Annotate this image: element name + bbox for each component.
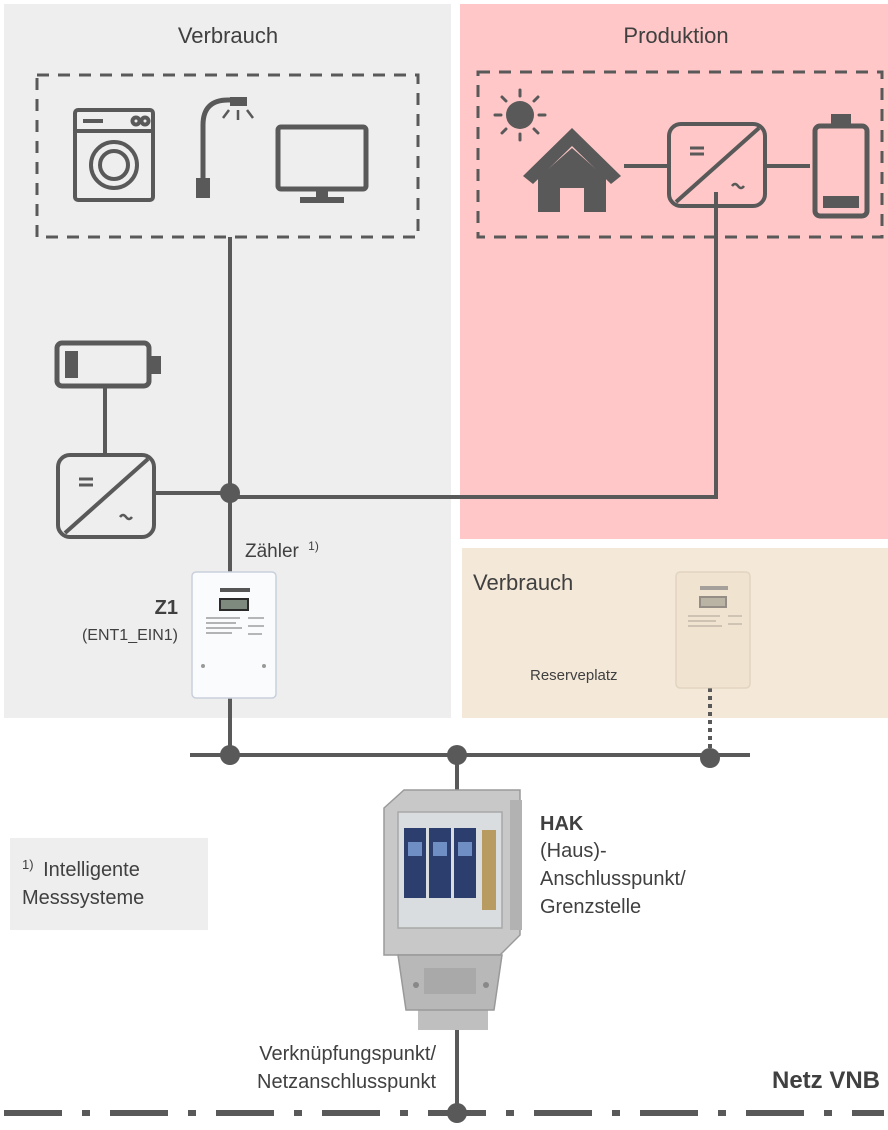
footnote-line: 1) Intelligente (22, 852, 140, 881)
footnote-mark: 1) (22, 857, 34, 872)
inverter-icon (56, 453, 156, 539)
reserve-zone-label: Verbrauch (473, 570, 573, 595)
footnote-box (10, 838, 208, 930)
meter-label-text: Zähler (245, 541, 300, 562)
consumption-zone-label: Verbrauch (178, 23, 278, 48)
production-zone (460, 4, 888, 539)
meter-label: Zähler 1) (245, 539, 319, 562)
inverter-icon (667, 122, 767, 208)
meter-id: Z1 (155, 597, 178, 619)
house-connection-box-icon (383, 789, 522, 1030)
connection-point-label: Verknüpfungspunkt/ (259, 1043, 436, 1065)
footnote-line: Messsysteme (22, 887, 144, 909)
battery-icon (54, 340, 161, 389)
battery-icon (812, 114, 870, 219)
monitor-icon (275, 124, 369, 203)
electricity-meter-icon (675, 571, 751, 689)
house-icon (523, 128, 621, 212)
connection-point-label: Netzanschlusspunkt (257, 1071, 436, 1093)
reserve-label: Reserveplatz (530, 667, 618, 684)
grid-label: Netz VNB (772, 1067, 880, 1094)
footnote-text: Intelligente (43, 859, 140, 881)
junction-node (447, 745, 467, 765)
junction-node (220, 745, 240, 765)
sun-icon (493, 88, 547, 142)
junction-node (700, 748, 720, 768)
street-lamp-icon (196, 97, 254, 198)
electricity-meter-icon (191, 571, 277, 699)
reserve-consumption-zone (462, 548, 888, 718)
hak-description-line: Grenzstelle (540, 896, 641, 918)
production-devices-group (476, 70, 884, 239)
meter-code: (ENT1_EIN1) (82, 627, 178, 644)
meter-footnote-mark: 1) (308, 539, 319, 553)
hak-title: HAK (540, 813, 584, 835)
junction-node (220, 483, 240, 503)
hak-description-line: Anschlusspunkt/ (540, 868, 686, 890)
hak-description-line: (Haus)- (540, 840, 607, 862)
production-zone-label: Produktion (623, 23, 728, 48)
washing-machine-icon (73, 108, 155, 202)
consumer-devices-group (35, 73, 420, 239)
